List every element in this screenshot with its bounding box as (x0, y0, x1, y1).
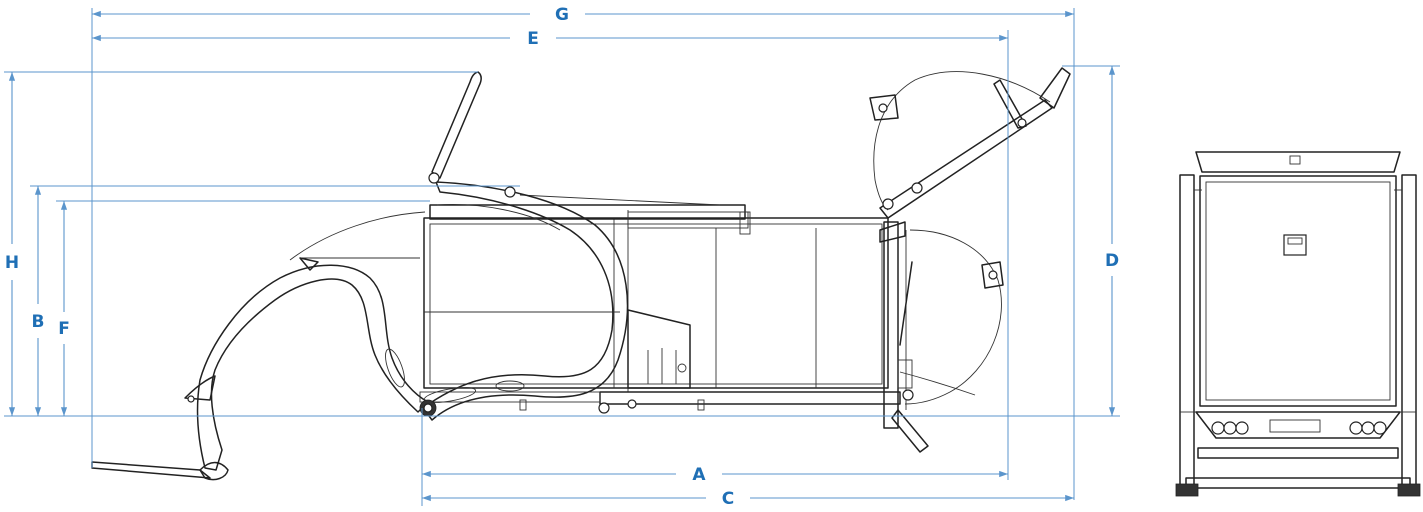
dimension-label-f: F (58, 319, 70, 339)
rear-view-right-post (1401, 174, 1417, 486)
main-chassis-frame (423, 217, 889, 389)
rear-frame-upright (883, 221, 899, 429)
dimension-label-e: E (527, 29, 539, 49)
control-box (1283, 234, 1307, 256)
raised-upright-arm (431, 71, 482, 179)
dimension-label-h: H (5, 253, 19, 273)
left-coupler-ring (1211, 421, 1225, 435)
front-gate-hoop (196, 264, 429, 471)
dimension-label-g: G (555, 5, 569, 25)
rear-door-upper-swing-arc (873, 71, 1051, 211)
dimension-label-a: A (692, 465, 706, 485)
dimension-label-d: D (1105, 251, 1119, 271)
front-gate-swing-arc (289, 211, 426, 261)
side-view (91, 67, 1071, 481)
rear-door-lower-swing-arc (904, 229, 1002, 405)
dimension-label-b: B (32, 312, 45, 332)
hopper-box (627, 309, 691, 389)
front-tine (91, 461, 211, 479)
rear-view-left-post (1179, 174, 1195, 486)
bottom-chassis-rail (599, 391, 901, 405)
dimension-lines: G E A C H B F D (4, 5, 1120, 509)
rear-door-boom (879, 99, 1053, 219)
rear-stand (891, 409, 929, 453)
right-coupler-ring (1349, 421, 1363, 435)
dimension-label-c: C (722, 489, 734, 509)
rear-view (1175, 151, 1421, 497)
